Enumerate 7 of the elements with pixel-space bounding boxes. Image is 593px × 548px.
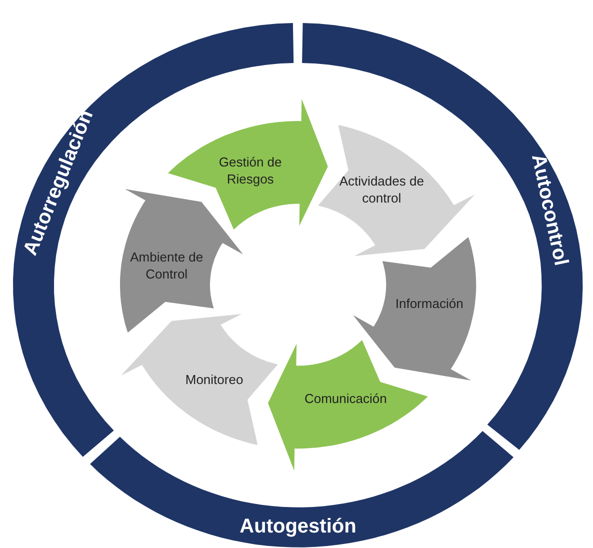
arrow-label: Monitoreo xyxy=(184,371,244,389)
arrow-label: Actividades de control xyxy=(338,172,425,208)
arrow-label: Comunicación xyxy=(303,390,388,408)
arrow-label: Ambiente de Control xyxy=(129,248,204,284)
arrow-label: Información xyxy=(394,295,464,313)
segment-label: Autogestión xyxy=(240,515,356,538)
arrow-label: Gestión de Riesgos xyxy=(218,153,283,188)
